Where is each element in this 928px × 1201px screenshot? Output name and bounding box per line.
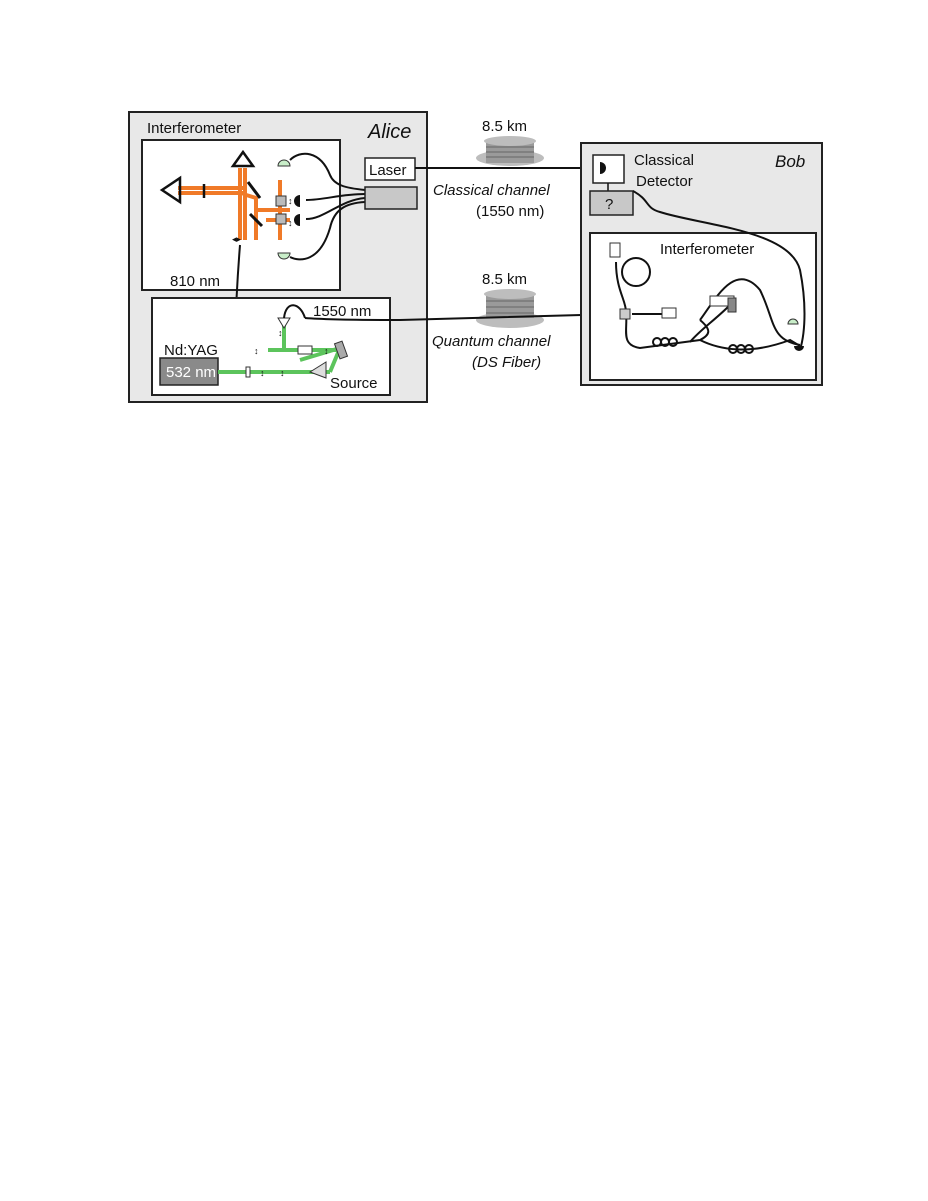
classical-channel: 8.5 km Classical channel (1550 nm) [415,118,598,220]
detector-icon [294,195,300,207]
quantum-channel-fiber: (DS Fiber) [472,354,541,371]
mirror-icon [248,212,264,228]
source-label: Source [330,375,378,392]
detector-label-line1: Classical [634,152,694,169]
mirror-icon [246,181,262,199]
classical-detector-box [592,154,625,184]
classical-distance-label: 8.5 km [482,118,527,135]
prism-icon [308,361,327,379]
alice-title: Alice [367,121,411,143]
classical-channel-wavelength: (1550 nm) [476,203,544,220]
quantum-channel: 8.5 km Quantum channel (DS Fiber) [304,271,619,371]
mirror-icon [333,340,349,360]
beam-splitter-icon [275,213,287,225]
unknown-box-label: ? [605,196,613,213]
source-box: Source 1550 nm Nd:YAG 532 nm ↕ ↕ ↕ ↕ ↕ [151,297,391,396]
adjust-arrows-icon: ↕ [278,328,283,338]
fiber-spool-icon [476,289,544,328]
bob-interferometer-box: Interferometer [589,190,817,381]
detector-icon [294,214,300,226]
pump-laser-box [159,357,219,386]
detector-icon [600,162,606,174]
bob-interferometer-label: Interferometer [660,241,754,258]
collimator-icon [661,307,677,319]
detector-label-line2: Detector [636,173,693,190]
fiber-spool-icon [476,136,544,166]
adjust-arrows-icon: ↕ [324,346,329,356]
unknown-box [589,190,634,216]
beam-splitter-icon [619,308,631,320]
quantum-distance-label: 8.5 km [482,271,527,288]
detector-icon [787,318,799,325]
polarization-controller-icon [652,337,678,347]
pump-wavelength-label: 532 nm [166,364,216,381]
adjust-arrows-icon: ◂▸ [232,234,242,244]
fiber-loop-icon [621,257,651,287]
detector-icon [794,346,804,351]
adjust-arrows-icon: ↕ [260,368,265,378]
polarization-controller-icon [728,344,754,354]
adjust-arrows-icon: ↕ [254,346,259,356]
detector-icon [277,159,291,167]
beam-splitter-icon [275,195,287,207]
top-prism-icon [230,149,256,168]
bob-panel: Bob Classical Detector ? Interferometer [580,142,823,386]
alice-interferometer-label: Interferometer [147,120,241,137]
collimator-icon [609,242,621,258]
classical-channel-name: Classical channel [433,182,550,199]
alice-interferometer-box: Interferometer 810 nm [141,120,341,291]
bob-title: Bob [775,152,805,171]
alice-panel: Alice Interferometer 810 nm [128,111,428,403]
crystal-icon [245,366,251,378]
adjust-arrows-icon: ↕ [280,368,285,378]
adjust-arrows-icon: ↕ [288,196,293,206]
crystal-icon [297,345,313,355]
wavelength-1550-label: 1550 nm [313,303,371,320]
left-prism-icon [159,175,182,205]
wavelength-810-label: 810 nm [170,273,220,290]
pump-name-label: Nd:YAG [164,342,218,359]
detector-icon [277,252,291,260]
laser-label: Laser [369,162,407,179]
adjust-arrows-icon: ↕ [288,218,293,228]
alice-electronics-box [364,186,418,210]
quantum-channel-name: Quantum channel [432,333,551,350]
phase-shifter-icon [727,297,737,313]
